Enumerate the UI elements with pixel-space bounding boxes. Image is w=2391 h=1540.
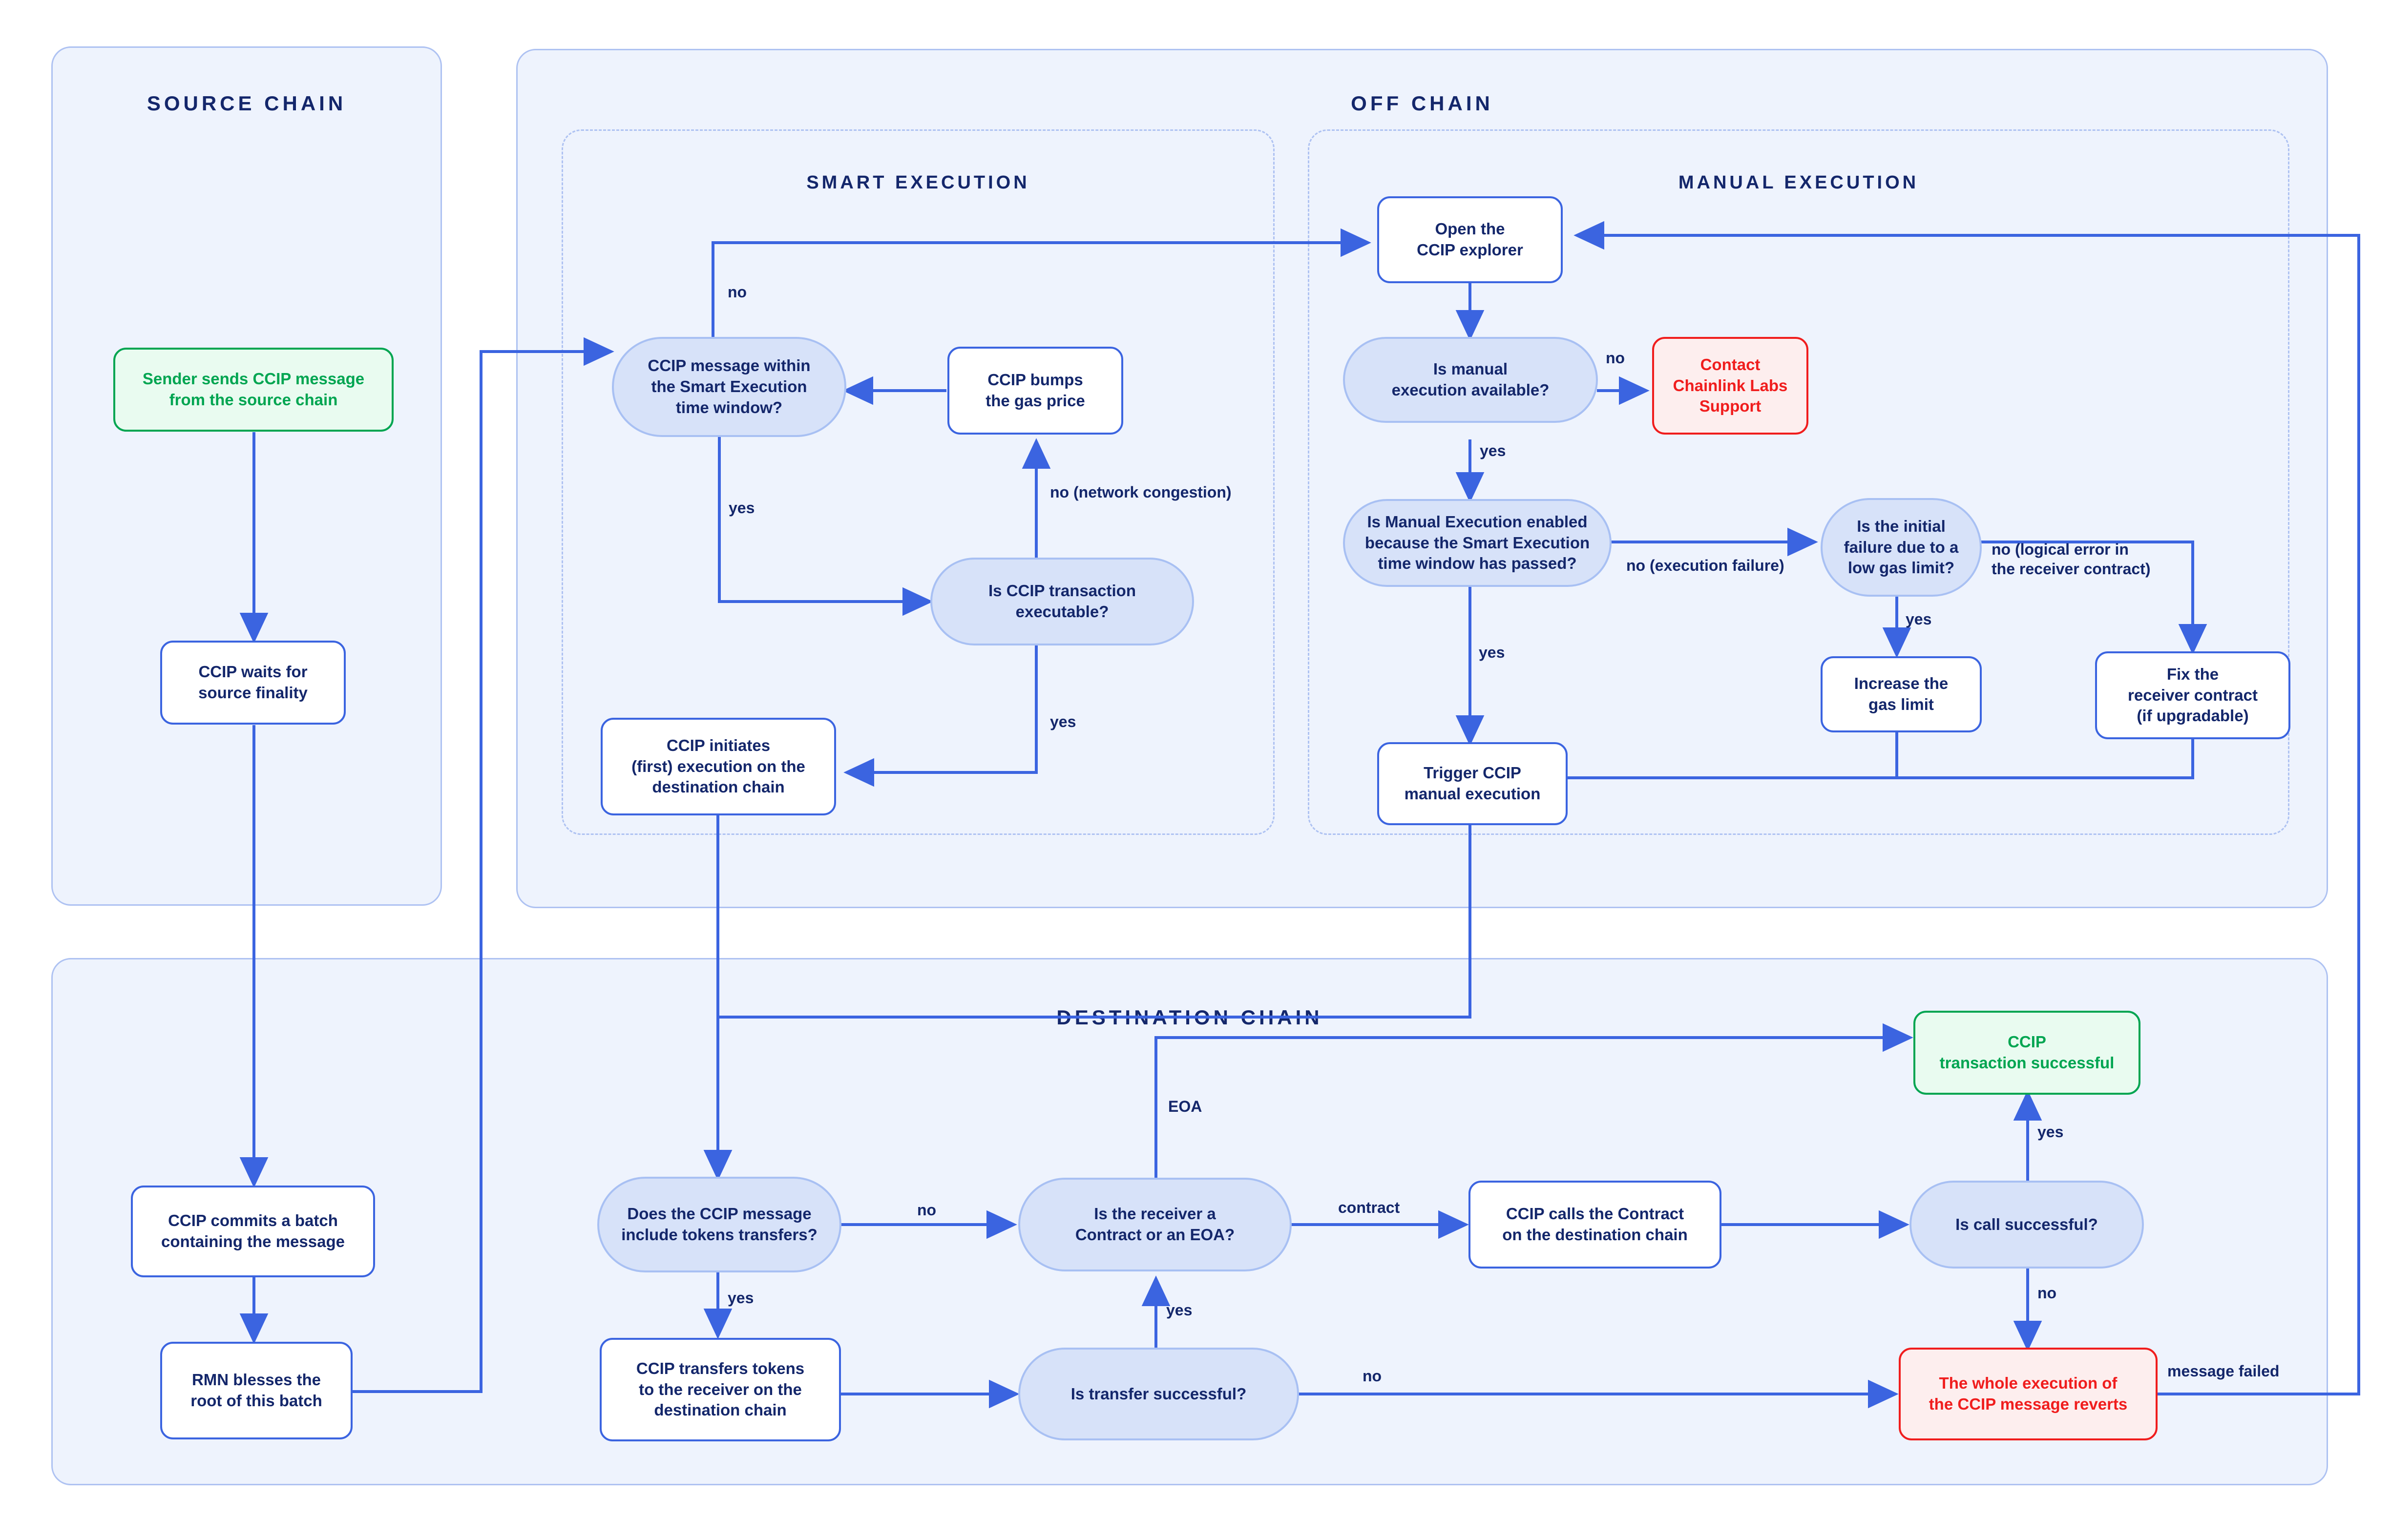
node-is-initial-failure-low-gas-limit[interactable]: Is the initial failure due to a low gas … [1821,498,1982,597]
subzone-title-smart-execution: SMART EXECUTION [806,172,1030,193]
edge-label-no-network-congestion: no (network congestion) [1050,483,1232,501]
node-is-manual-execution-available[interactable]: Is manual execution available? [1343,337,1598,423]
node-fix-the-receiver-contract[interactable]: Fix the receiver contract (if upgradable… [2095,651,2290,739]
node-ccip-transfers-tokens-to-receiver[interactable]: CCIP transfers tokens to the receiver on… [600,1338,841,1441]
edge-label-no-token-transfers: no [917,1201,937,1219]
node-is-transfer-successful[interactable]: Is transfer successful? [1018,1348,1299,1440]
node-ccip-waits-for-source-finality[interactable]: CCIP waits for source finality [160,641,346,725]
node-contact-chainlink-labs-support[interactable]: Contact Chainlink Labs Support [1652,337,1808,435]
edge-label-yes-manual-available: yes [1480,442,1506,459]
node-does-message-include-token-transfers[interactable]: Does the CCIP message include tokens tra… [597,1177,841,1272]
node-open-the-ccip-explorer[interactable]: Open the CCIP explorer [1377,196,1563,283]
node-ccip-bumps-gas-price[interactable]: CCIP bumps the gas price [947,347,1123,435]
edge-label-yes-low-gas-limit: yes [1906,610,1932,628]
edge-label-yes-call-successful: yes [2037,1123,2064,1141]
edge-label-yes-transfer-successful: yes [1166,1301,1193,1319]
subzone-title-manual-execution: MANUAL EXECUTION [1678,172,1919,193]
edge-label-no-transfer-successful: no [1363,1367,1382,1385]
lane-title-off-chain: OFF CHAIN [1351,92,1493,115]
node-ccip-calls-contract-on-destination[interactable]: CCIP calls the Contract on the destinati… [1468,1181,1721,1269]
node-trigger-ccip-manual-execution[interactable]: Trigger CCIP manual execution [1377,742,1568,825]
node-ccip-initiates-first-execution[interactable]: CCIP initiates (first) execution on the … [601,718,836,815]
lane-title-source-chain: SOURCE CHAIN [147,92,347,115]
node-is-ccip-transaction-executable[interactable]: Is CCIP transaction executable? [930,558,1194,645]
edge-label-no-execution-failure: no (execution failure) [1626,557,1784,574]
node-rmn-blesses-root[interactable]: RMN blesses the root of this batch [160,1342,353,1439]
edge-label-no-manual-available: no [1606,349,1625,367]
edge-label-no-call-successful: no [2037,1284,2057,1302]
edge-label-contract: contract [1338,1199,1400,1216]
edge-label-yes-manual-enabled: yes [1479,644,1505,661]
lane-source-chain: SOURCE CHAIN [51,46,442,906]
edge-label-yes-window: yes [729,499,755,517]
node-ccip-transaction-successful[interactable]: CCIP transaction successful [1913,1011,2140,1095]
node-ccip-message-within-smart-execution-window[interactable]: CCIP message within the Smart Execution … [612,337,846,437]
node-increase-the-gas-limit[interactable]: Increase the gas limit [1821,656,1982,732]
edge-label-eoa: EOA [1168,1098,1202,1115]
node-is-manual-execution-enabled[interactable]: Is Manual Execution enabled because the … [1343,499,1612,587]
node-sender-sends-ccip-message[interactable]: Sender sends CCIP message from the sourc… [113,348,394,432]
edge-label-yes-token-transfers: yes [728,1289,754,1307]
node-is-call-successful[interactable]: Is call successful? [1909,1181,2144,1269]
edge-label-yes-executable: yes [1050,713,1076,730]
node-is-receiver-contract-or-eoa[interactable]: Is the receiver a Contract or an EOA? [1018,1178,1292,1271]
node-whole-execution-reverts[interactable]: The whole execution of the CCIP message … [1899,1348,2158,1440]
edge-label-message-failed: message failed [2167,1362,2280,1380]
edge-label-no-logical-error: no (logical error in the receiver contra… [1992,541,2151,578]
edge-label-no-window: no [728,283,747,301]
node-ccip-commits-batch[interactable]: CCIP commits a batch containing the mess… [131,1186,375,1277]
